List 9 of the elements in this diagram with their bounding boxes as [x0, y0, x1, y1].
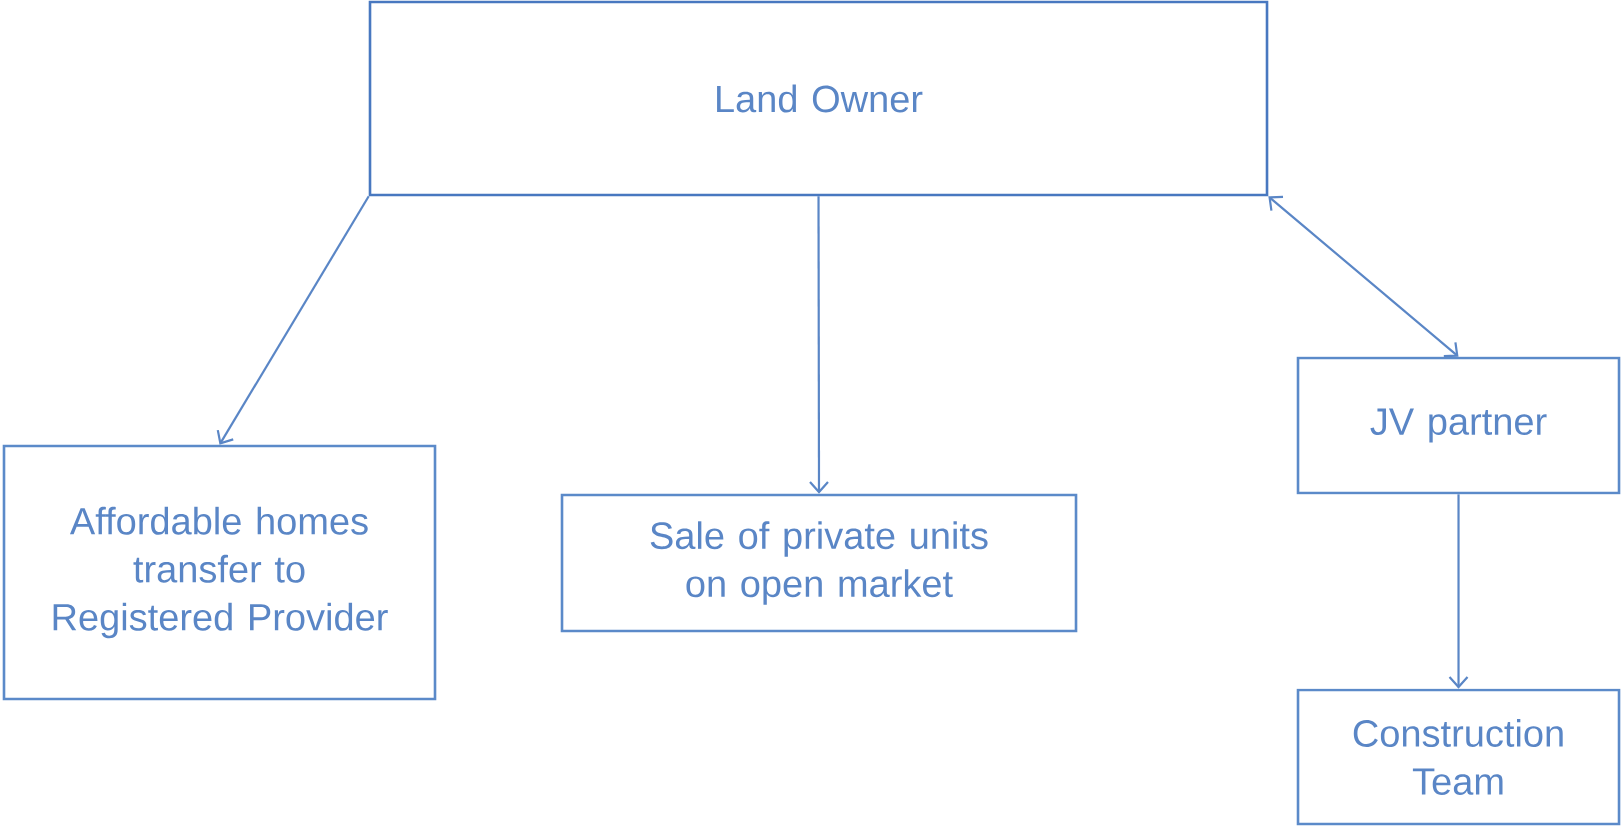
process-box: Construction Team: [1296, 688, 1621, 826]
arrow: [809, 196, 829, 494]
process-box: Affordable homes transfer to Registered Provider: [2, 444, 437, 701]
arrow: [1448, 494, 1469, 689]
arrow: [216, 195, 370, 445]
process-box: Sale of private units on open market: [560, 493, 1078, 633]
process-box: Land Owner: [368, 0, 1269, 197]
process-box: JV partner: [1296, 356, 1621, 495]
arrow: [1268, 195, 1459, 358]
